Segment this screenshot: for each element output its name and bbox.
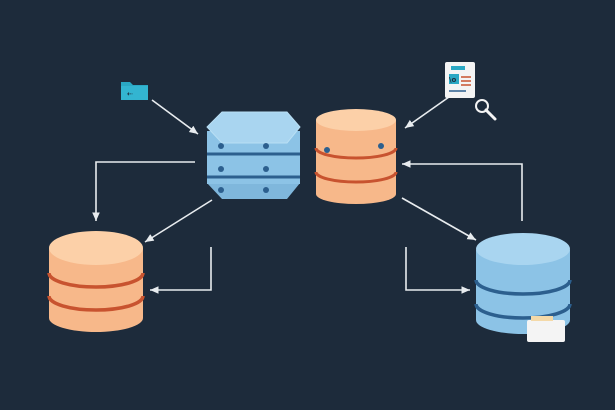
arrow-right-db-to-orange	[402, 160, 523, 221]
orange-database-left	[47, 231, 145, 332]
indicator-dot	[218, 143, 224, 149]
blue-database-right	[474, 233, 572, 342]
magnifier-icon	[475, 99, 497, 121]
arrow-hex-to-left-db	[92, 161, 195, 221]
indicator-dot	[218, 166, 224, 172]
folder-icon: ⇠	[121, 82, 148, 100]
arrow-document-to-orange	[404, 96, 450, 129]
document-icon: \o	[445, 62, 475, 98]
folder-icon-glyph: ⇠	[127, 90, 133, 98]
indicator-dot	[324, 147, 330, 153]
arrow-return-to-left-db	[150, 247, 212, 294]
indicator-dot	[378, 143, 384, 149]
indicator-dot	[263, 187, 269, 193]
indicator-dot	[263, 143, 269, 149]
arrow-folder-to-hex	[151, 99, 199, 135]
orange-database-center	[314, 109, 398, 204]
blue-hexagonal-database	[206, 111, 301, 199]
label-badge-icon	[527, 316, 565, 342]
indicator-dot	[263, 166, 269, 172]
arrow-to-right-db-bottom	[405, 247, 470, 294]
arrow-hex-to-left-db-diagonal	[144, 199, 213, 243]
indicator-dot	[218, 187, 224, 193]
arrow-orange-to-right-db	[401, 197, 477, 241]
connector-arrows	[92, 96, 523, 294]
document-icon-glyph: \o	[449, 76, 457, 84]
